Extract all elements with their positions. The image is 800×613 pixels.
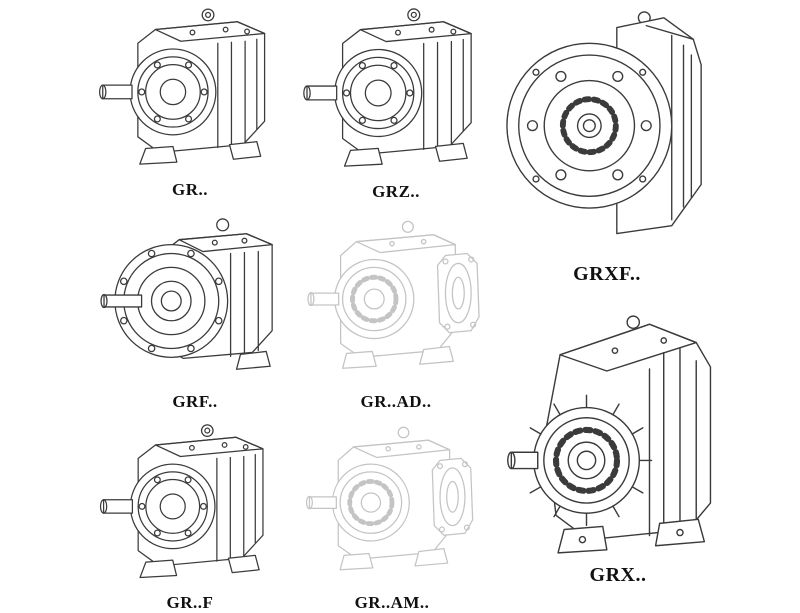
gearbox-figure-gr-f: GR..F <box>90 418 290 613</box>
gearbox-label-grz: GRZ.. <box>372 182 420 201</box>
gear-reducer-catalog-page: GR.. GRZ.. GRXF.. GRF.. GR..AD.. GRX.. G… <box>90 2 738 612</box>
gearbox-label-gr-ad: GR..AD.. <box>360 392 432 411</box>
gearbox-label-gr-am: GR..AM.. <box>354 593 430 612</box>
gearbox-drawing-gr-am <box>296 418 488 591</box>
gearbox-label-grxf: GRXF.. <box>573 263 641 285</box>
gearbox-drawing-grx <box>501 308 735 562</box>
gearbox-figure-gr-am: GR..AM.. <box>292 418 492 613</box>
gearbox-label-grf: GRF.. <box>172 392 218 411</box>
gearbox-figure-grz: GRZ.. <box>296 2 496 202</box>
gearbox-figure-gr-ad: GR..AD.. <box>296 212 496 412</box>
gearbox-drawing-grxf <box>499 6 715 261</box>
gearbox-drawing-gr-f <box>94 418 286 591</box>
gearbox-label-grx: GRX.. <box>589 564 647 586</box>
gearbox-drawing-gr <box>93 2 288 178</box>
gearbox-drawing-gr-ad <box>297 212 495 390</box>
gearbox-figure-gr: GR.. <box>90 2 290 200</box>
gearbox-label-gr: GR.. <box>172 180 208 199</box>
gearbox-figure-grf: GRF.. <box>95 212 295 412</box>
gearbox-figure-grx: GRX.. <box>498 308 738 587</box>
gearbox-drawing-grf <box>96 212 294 390</box>
gearbox-drawing-grz <box>297 2 495 180</box>
gearbox-figure-grxf: GRXF.. <box>496 6 718 286</box>
gearbox-label-gr-f: GR..F <box>166 593 214 612</box>
